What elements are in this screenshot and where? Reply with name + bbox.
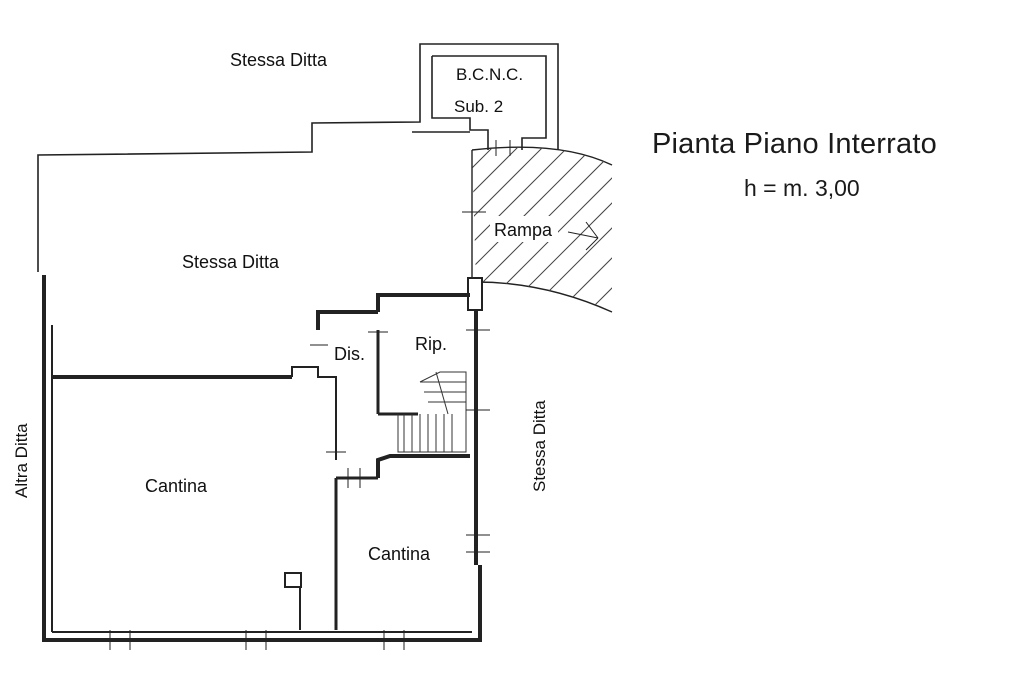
building-walls [42, 275, 483, 642]
outer-boundary [37, 43, 559, 272]
label-altra-ditta: Altra Ditta [12, 423, 31, 498]
label-rip: Rip. [415, 334, 447, 354]
plan-title-block: Pianta Piano Interrato h = m. 3,00 [652, 128, 937, 202]
ramp [462, 146, 613, 313]
label-sub-2: Sub. 2 [454, 97, 503, 116]
label-cantina-small: Cantina [368, 544, 431, 564]
label-dis: Dis. [334, 344, 365, 364]
label-cantina-large: Cantina [145, 476, 208, 496]
label-rampa: Rampa [494, 220, 553, 240]
label-stessa-ditta-right: Stessa Ditta [530, 400, 549, 492]
opening-marks [109, 140, 511, 650]
height-note: h = m. 3,00 [744, 175, 860, 201]
label-stessa-ditta-top: Stessa Ditta [230, 50, 328, 70]
staircase [397, 371, 467, 453]
label-stessa-ditta-center: Stessa Ditta [182, 252, 280, 272]
label-bcnc: B.C.N.C. [456, 65, 523, 84]
plan-title: Pianta Piano Interrato [652, 128, 937, 160]
